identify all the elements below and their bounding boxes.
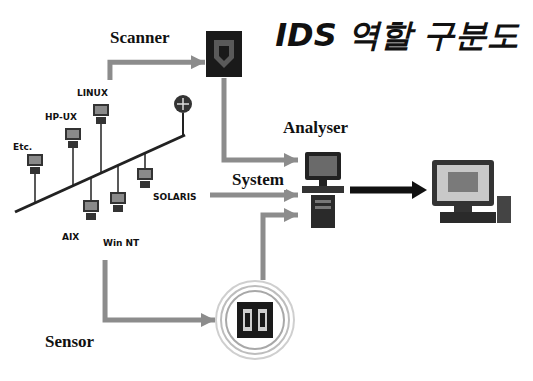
scanner-node: Scanner <box>205 30 243 78</box>
sensor-node: Sensor <box>215 280 295 360</box>
os-label: AIX <box>62 232 79 243</box>
os-label: SOLARIS <box>153 192 197 203</box>
analyser-computer <box>302 152 344 228</box>
os-label: HP-UX <box>45 112 77 123</box>
analyser-node: Analyser <box>298 150 348 230</box>
node-heading: Analyser <box>283 118 348 138</box>
sensor-icon <box>216 281 294 359</box>
network-group: LINUX HP-UX Etc. AIX Win NT SOLARIS <box>5 80 210 260</box>
flow-arrow <box>105 260 215 320</box>
flow-arrow <box>210 193 298 198</box>
output-arrow <box>350 181 427 199</box>
os-label: LINUX <box>77 88 108 99</box>
os-label: Win NT <box>103 238 139 249</box>
os-label: Etc. <box>13 142 32 153</box>
scanner-icon <box>206 31 242 77</box>
diagram-title: IDS 역할 구분도 <box>275 14 519 58</box>
edge-label: System <box>230 170 286 190</box>
node-heading: Sensor <box>45 332 94 352</box>
flow-arrow <box>263 215 298 280</box>
node-heading: Scanner <box>110 28 170 48</box>
output-monitor <box>432 160 511 223</box>
flow-arrow <box>110 62 205 80</box>
